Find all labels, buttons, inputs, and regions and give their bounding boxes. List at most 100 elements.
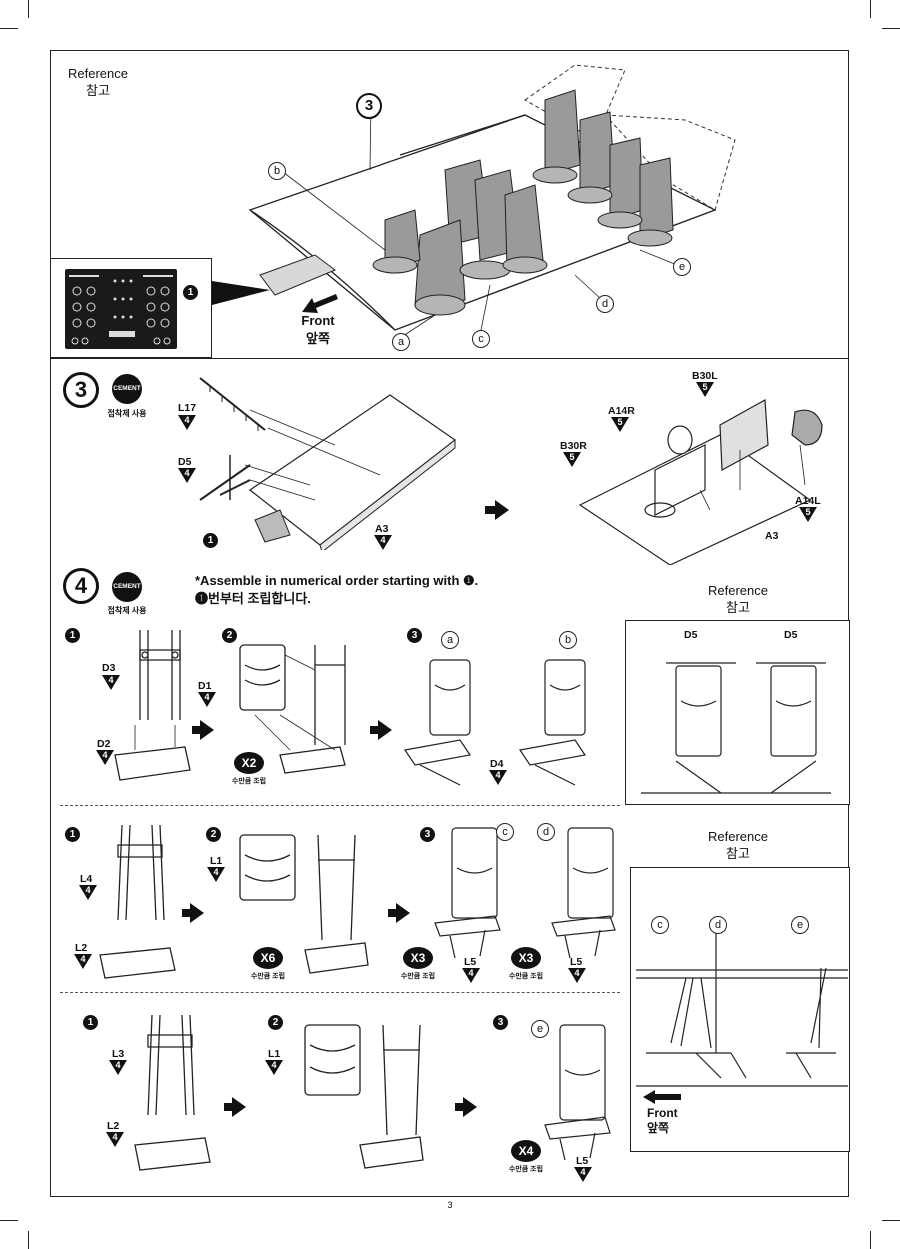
- part-L1-row3: L1: [268, 1048, 281, 1060]
- part-L17: L17: [178, 402, 197, 414]
- reference-en: Reference: [68, 66, 128, 81]
- gauge-dots-icon: [69, 275, 173, 345]
- step-arrow-icon: [463, 1097, 477, 1117]
- cement-icon-4: CEMENT: [112, 572, 142, 602]
- row2-seat-back-illustration: [230, 825, 380, 980]
- row3-seat-back-illustration: [295, 1015, 445, 1180]
- qty-triangle: [178, 415, 196, 430]
- cement-caption: 접착제 사용: [107, 409, 147, 418]
- step3-floor-illustration: [190, 370, 460, 550]
- part-L4: L4: [80, 873, 93, 885]
- label-a: a: [441, 631, 459, 649]
- part-L5-d: L5: [570, 956, 583, 968]
- qty-triangle: [207, 867, 225, 882]
- part-D4: D4: [490, 758, 504, 770]
- crop-mark: [0, 28, 18, 29]
- step-arrow-shaft: [224, 1103, 234, 1111]
- front-en: Front: [647, 1106, 678, 1120]
- assembly-note: *Assemble in numerical order starting wi…: [195, 572, 478, 608]
- qty-triangle: [102, 675, 120, 690]
- note-en: *Assemble in numerical order starting wi…: [195, 573, 479, 588]
- ref-part-D5: D5: [684, 629, 698, 641]
- qty-D1: 4: [204, 692, 210, 702]
- step-arrow-shaft: [485, 506, 495, 514]
- part-L3: L3: [112, 1048, 125, 1060]
- qty-triangle: [79, 885, 97, 900]
- crop-mark: [28, 0, 29, 18]
- row1-sub-3: 3: [407, 628, 422, 643]
- instrument-panel-decal: [65, 269, 177, 349]
- ref2-front-label: Front 앞쪽: [647, 1106, 678, 1136]
- qty-A14R: 5: [617, 417, 623, 427]
- front-en: Front: [301, 313, 335, 328]
- multiplier-x6: X6: [253, 947, 283, 969]
- callout-a: a: [392, 333, 410, 351]
- multiplier-x2: X2: [234, 752, 264, 774]
- ref2-label-e: e: [791, 916, 809, 934]
- multiplier-x3-d: X3: [511, 947, 541, 969]
- qty-L2-row3: 4: [112, 1132, 118, 1142]
- decal-inset: 1: [50, 258, 212, 358]
- crop-mark: [870, 1231, 871, 1249]
- row2-sub-2: 2: [206, 827, 221, 842]
- row1-sub-1: 1: [65, 628, 80, 643]
- qty-triangle: [178, 468, 196, 483]
- step-arrow-icon: [190, 903, 204, 923]
- qty-L5-c: 4: [468, 968, 474, 978]
- multiplier-caption: 수만큼 조립: [400, 973, 436, 980]
- step-3-badge: 3: [63, 372, 99, 408]
- qty-triangle: [574, 1167, 592, 1182]
- fuselage-interior-illustration: [245, 60, 745, 355]
- cement-icon: CEMENT: [112, 374, 142, 404]
- ref-label-2: Reference 참고: [698, 828, 778, 862]
- label-b: b: [559, 631, 577, 649]
- step-4-badge: 4: [63, 568, 99, 604]
- ref-part-D5: D5: [784, 629, 798, 641]
- multiplier-caption: 수만큼 조립: [508, 973, 544, 980]
- crop-mark: [870, 0, 871, 18]
- row3-sub-1: 1: [83, 1015, 98, 1030]
- qty-B30R: 5: [569, 452, 575, 462]
- label-c: c: [496, 823, 514, 841]
- part-L5-row3: L5: [576, 1155, 589, 1167]
- row2-completed-seats: [420, 818, 620, 968]
- reference-seat-rail-illustration: [631, 868, 848, 1150]
- reference-ko: 참고: [86, 83, 110, 98]
- multiplier-caption: 수만큼 조립: [231, 778, 267, 785]
- crop-mark: [882, 1220, 900, 1221]
- part-L2: L2: [75, 942, 88, 954]
- qty-A3: 4: [380, 535, 386, 545]
- crop-mark: [0, 1220, 18, 1221]
- decal-pointer-icon: [212, 281, 270, 305]
- row1-sub-2: 2: [222, 628, 237, 643]
- section-divider: [50, 358, 849, 359]
- qty-D2: 4: [102, 750, 108, 760]
- part-L5-c: L5: [464, 956, 477, 968]
- qty-L4: 4: [85, 885, 91, 895]
- reference-ko: 참고: [726, 846, 750, 861]
- qty-L2: 4: [80, 954, 86, 964]
- label-e: e: [531, 1020, 549, 1038]
- crop-mark: [28, 1231, 29, 1249]
- callout-c: c: [472, 330, 490, 348]
- cement-caption-4: 접착제 사용: [107, 606, 147, 615]
- part-D5: D5: [178, 456, 192, 468]
- front-arrow-icon: [643, 1090, 681, 1104]
- qty-B30L: 5: [702, 382, 708, 392]
- part-A14L: A14L: [795, 495, 821, 507]
- note-ko: ❶번부터 조립합니다.: [195, 591, 311, 606]
- ref-label-1: Reference 참고: [698, 582, 778, 616]
- qty-triangle: [374, 535, 392, 550]
- label-d: d: [537, 823, 555, 841]
- front-ko: 앞쪽: [306, 331, 330, 346]
- row2-sub-1: 1: [65, 827, 80, 842]
- reference-ko: 참고: [726, 600, 750, 615]
- page-number: 3: [447, 1200, 453, 1210]
- qty-L1-row3: 4: [271, 1060, 277, 1070]
- decal-number: 1: [183, 285, 198, 300]
- reference-box-1: D5 D5: [625, 620, 850, 805]
- qty-triangle: [109, 1060, 127, 1075]
- qty-triangle: [611, 417, 629, 432]
- part-A14R: A14R: [608, 405, 635, 417]
- front-arrow-icon: [302, 294, 338, 313]
